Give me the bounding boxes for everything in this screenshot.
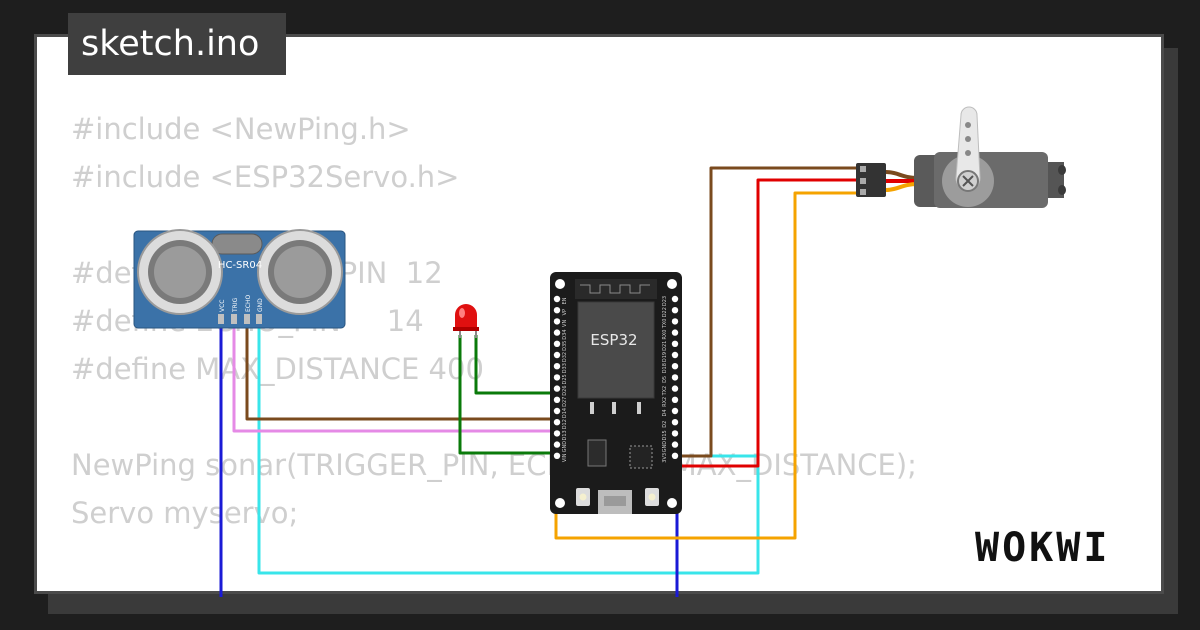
header-pin-label: D13 (562, 430, 568, 440)
header-pin[interactable] (671, 295, 679, 303)
sensor-label: HC-SR04 (218, 260, 262, 271)
red-led[interactable] (453, 304, 479, 338)
header-pin-label: D32 (562, 352, 568, 362)
sensor-pin-label: ECHO (245, 295, 252, 312)
header-pin[interactable] (671, 351, 679, 359)
header-pin[interactable] (671, 363, 679, 370)
code-line: #include <ESP32Servo.h> (71, 160, 460, 194)
sensor-pin-label: VCC (219, 300, 226, 312)
transducer-right (257, 229, 343, 315)
header-pin-label: VIN (562, 453, 568, 462)
header-pin-label: GND (662, 441, 668, 453)
header-pin-label: D4 (662, 409, 668, 416)
header-pin[interactable] (553, 329, 561, 336)
header-pin-label: RX0 (662, 330, 668, 340)
header-pin[interactable] (671, 385, 679, 392)
header-pin[interactable] (553, 307, 561, 314)
header-pin[interactable] (671, 340, 679, 347)
file-tab[interactable]: sketch.ino (68, 13, 286, 75)
hc-sr04-sensor[interactable]: HC-SR04 VCC TRIG ECHO GND (133, 229, 346, 329)
wire-cyan[interactable] (257, 322, 760, 575)
header-pin[interactable] (553, 385, 561, 392)
header-pin[interactable] (671, 329, 679, 336)
reset-button[interactable] (645, 488, 659, 506)
header-pin-label: D33 (562, 363, 568, 373)
sensor-pin[interactable] (256, 314, 262, 324)
header-pin[interactable] (553, 351, 561, 359)
header-pin-label: VN (562, 320, 568, 327)
servo-connector[interactable] (856, 163, 919, 197)
boot-button[interactable] (576, 488, 590, 506)
left-header: EN VP VN D34D35D32D33D25D26D27D14D12D13GNDV… (553, 295, 568, 462)
header-pin-label: D35 (562, 341, 568, 351)
header-pin-label: GND (562, 441, 568, 453)
header-pin-label: D34 (562, 329, 568, 339)
header-pin-label: TX0 (662, 319, 668, 330)
header-pin-label: EN (562, 297, 568, 304)
header-pin[interactable] (553, 430, 561, 437)
servo-motor[interactable] (914, 106, 1066, 208)
header-pin-label: D18 (662, 363, 668, 373)
header-pin[interactable] (553, 340, 561, 347)
header-pin[interactable] (671, 430, 679, 437)
header-pin[interactable] (553, 452, 561, 459)
wire-red[interactable] (677, 178, 860, 468)
header-pin[interactable] (553, 441, 561, 448)
wire-green-led-top[interactable] (474, 335, 556, 395)
header-pin[interactable] (553, 363, 561, 370)
header-pin-label: D19 (662, 352, 668, 362)
header-pin-label: D5 (662, 376, 668, 383)
voltage-regulator (587, 439, 607, 467)
header-pin-label: D21 (662, 341, 668, 351)
header-pin[interactable] (553, 419, 561, 426)
header-pin-label: D27 (562, 397, 568, 407)
sensor-pin-label: GND (257, 298, 264, 312)
right-header: D23D22TX0RX0D21D19D18D5TX2RX2D4D2D15GND3… (662, 295, 679, 463)
header-pin-label: D15 (662, 430, 668, 440)
header-pin-label: 3V3 (662, 453, 668, 463)
header-pin-label: D25 (562, 374, 568, 384)
sensor-pin[interactable] (218, 314, 224, 324)
wire-brown-trig[interactable] (245, 322, 556, 421)
header-pin[interactable] (671, 441, 679, 448)
header-pin-label: D22 (662, 307, 668, 317)
wire-pink[interactable] (232, 322, 556, 433)
code-line: Servo myservo; (71, 496, 299, 530)
header-pin-label: D2 (662, 421, 668, 428)
header-pin[interactable] (553, 374, 561, 381)
sensor-pin[interactable] (244, 314, 250, 324)
transducer-left (137, 229, 223, 315)
header-pin[interactable] (671, 307, 679, 314)
header-pin[interactable] (671, 396, 679, 403)
header-pin-label: D23 (662, 296, 668, 306)
header-pin[interactable] (553, 295, 561, 303)
wires (219, 166, 860, 597)
wire-green-led-bottom[interactable] (458, 335, 556, 455)
board-label: ESP32 (590, 331, 637, 349)
header-pin-label: D26 (562, 385, 568, 395)
code-line: #include <NewPing.h> (71, 112, 411, 146)
sensor-pin-label: TRIG (232, 297, 239, 313)
header-pin-label: D12 (562, 419, 568, 429)
header-pin[interactable] (671, 318, 679, 325)
wokwi-logo: WOKWI (975, 525, 1111, 571)
header-pin-label: TX2 (662, 386, 668, 397)
wire-brown-servo[interactable] (677, 166, 860, 458)
header-pin-label: VP (562, 309, 568, 315)
header-pin-label: RX2 (662, 397, 668, 407)
esp32-module (577, 301, 655, 399)
header-pin[interactable] (553, 318, 561, 325)
header-pin[interactable] (671, 407, 679, 415)
header-pin[interactable] (553, 407, 561, 415)
header-pin[interactable] (671, 419, 679, 426)
header-pin-label: D14 (562, 408, 568, 418)
header-pin[interactable] (671, 452, 679, 459)
header-pin[interactable] (671, 374, 679, 381)
esp32-board[interactable]: ESP32 ENVPVND34D35D32D33D25D26D27D14D12D… (550, 272, 682, 514)
header-pin[interactable] (553, 396, 561, 403)
usb-chip (629, 445, 653, 469)
sensor-pin[interactable] (231, 314, 237, 324)
